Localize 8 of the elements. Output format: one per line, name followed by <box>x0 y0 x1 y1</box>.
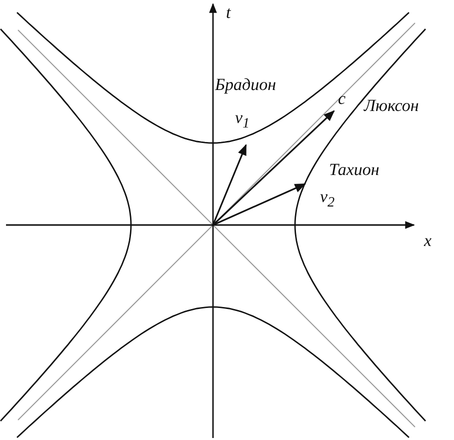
vector-label: v$_{2}$ <box>320 188 335 210</box>
vector-label: v$_{1}$ <box>235 109 250 131</box>
region-label: Люксон <box>364 97 419 114</box>
region-label: Тахион <box>329 161 380 178</box>
axis-label: t <box>226 4 231 21</box>
region-label: Брадион <box>215 76 276 93</box>
axis-label: x <box>424 232 432 249</box>
vector-label: c <box>338 90 346 107</box>
